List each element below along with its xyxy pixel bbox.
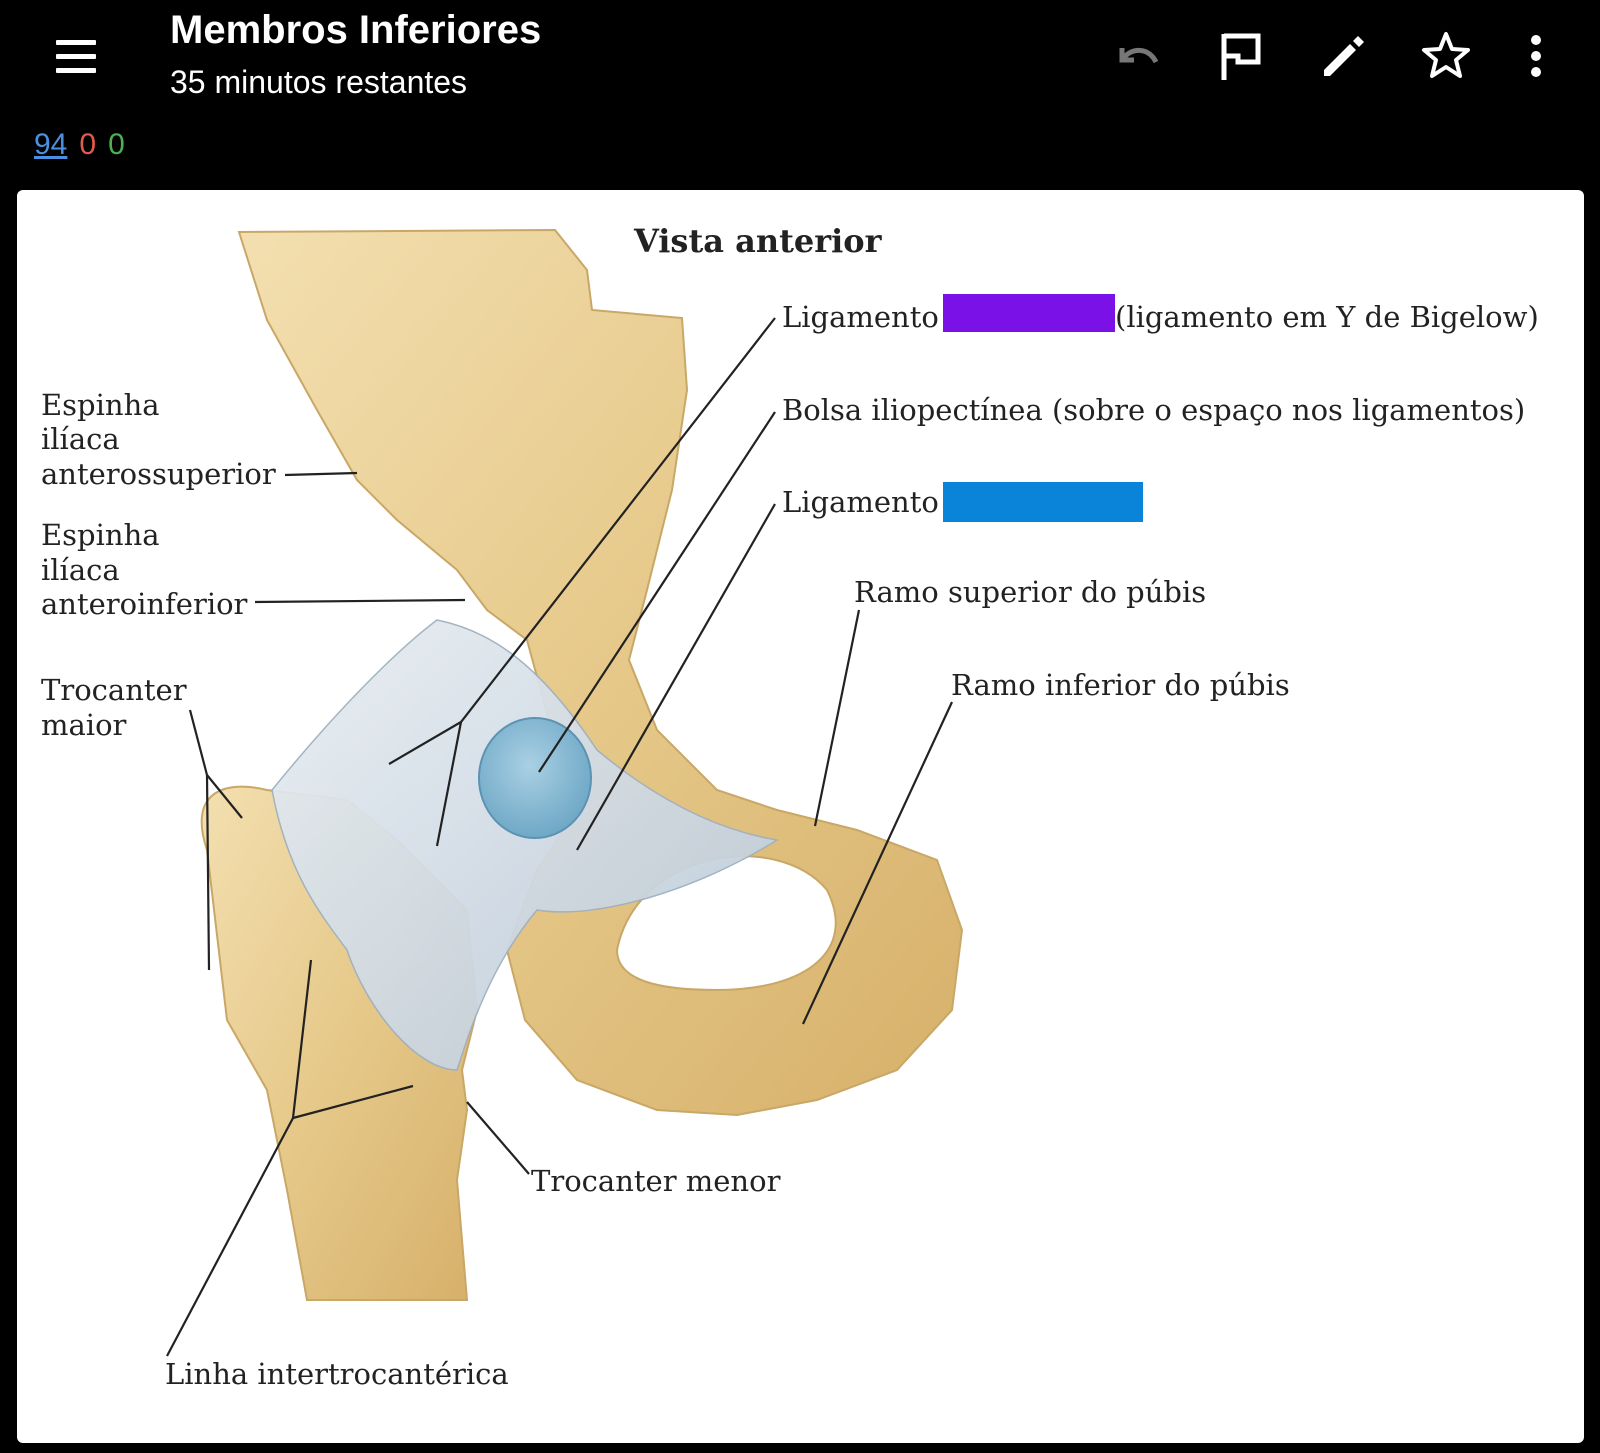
- label-linha-intertrocanterica: Linha intertrocantérica: [165, 1357, 509, 1391]
- label-espinha-ant-sup: Espinha ilíaca anterossuperior: [41, 388, 276, 491]
- label-espinha-ant-inf: Espinha ilíaca anteroinferior: [41, 518, 248, 621]
- star-icon[interactable]: [1416, 26, 1476, 86]
- undo-icon[interactable]: [1108, 26, 1168, 86]
- label-ramo-superior: Ramo superior do púbis: [854, 575, 1206, 609]
- app-bar: Membros Inferiores 35 minutos restantes: [0, 0, 1600, 120]
- deck-title: Membros Inferiores: [170, 8, 542, 52]
- review-count: 0: [108, 128, 125, 161]
- time-remaining: 35 minutos restantes: [170, 64, 468, 100]
- label-trocanter-maior: Trocanter maior: [41, 673, 196, 742]
- leader-lines: [166, 317, 953, 1357]
- new-count[interactable]: 94: [34, 128, 68, 161]
- capsule-ligaments: [271, 619, 780, 1071]
- iliopectineal-bursa: [478, 717, 592, 839]
- flashcard[interactable]: Vista anterior Espinha ilíaca anterossup…: [17, 190, 1584, 1443]
- label-trocanter-menor: Trocanter menor: [531, 1164, 781, 1198]
- edit-icon[interactable]: [1312, 26, 1372, 86]
- more-vert-icon[interactable]: [1506, 26, 1566, 86]
- occlusion-mask-ligamento-1[interactable]: [943, 294, 1115, 332]
- label-ligamento-bigelow: (ligamento em Y de Bigelow): [1115, 300, 1539, 334]
- label-ligamento-2: Ligamento: [782, 485, 939, 519]
- menu-icon[interactable]: [48, 28, 104, 84]
- label-bolsa: Bolsa iliopectínea (sobre o espaço nos l…: [782, 393, 1525, 427]
- label-ramo-inferior: Ramo inferior do púbis: [951, 668, 1290, 702]
- flag-icon[interactable]: [1212, 26, 1272, 86]
- hip-joint-illustration: Vista anterior Espinha ilíaca anterossup…: [41, 222, 1539, 1391]
- label-ligamento-1: Ligamento: [782, 300, 939, 334]
- learning-count: 0: [79, 128, 97, 161]
- occlusion-mask-ligamento-2[interactable]: [943, 482, 1143, 522]
- figure-title: Vista anterior: [633, 222, 883, 260]
